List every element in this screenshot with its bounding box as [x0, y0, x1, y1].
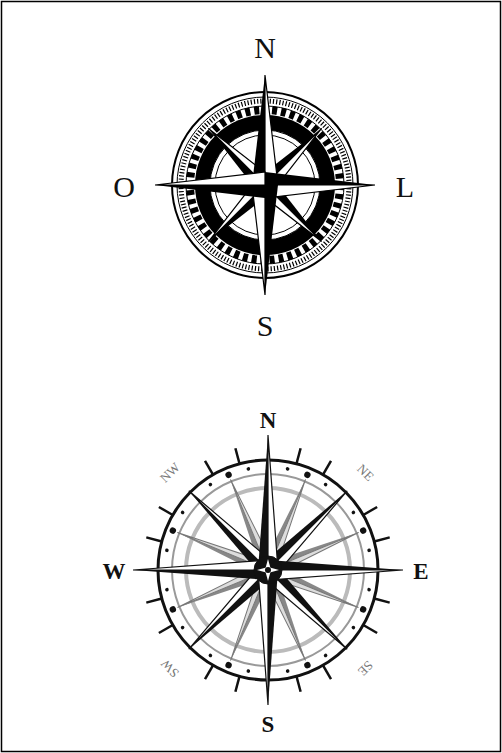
cardinal-letter: O	[113, 172, 135, 202]
cardinal-letter: N	[254, 33, 276, 63]
cardinal-letter: L	[396, 172, 414, 202]
intercardinal-letter: NE	[355, 461, 376, 482]
intercardinal-letter: NW	[158, 460, 183, 485]
cardinal-letter: W	[103, 560, 126, 583]
cardinal-letter: S	[262, 713, 275, 736]
cardinal-letter: E	[413, 560, 428, 583]
intercardinal-letter: SW	[159, 657, 182, 680]
cardinal-letter: N	[260, 409, 277, 432]
cardinal-letter: S	[257, 311, 274, 341]
intercardinal-letter: SE	[356, 658, 376, 678]
